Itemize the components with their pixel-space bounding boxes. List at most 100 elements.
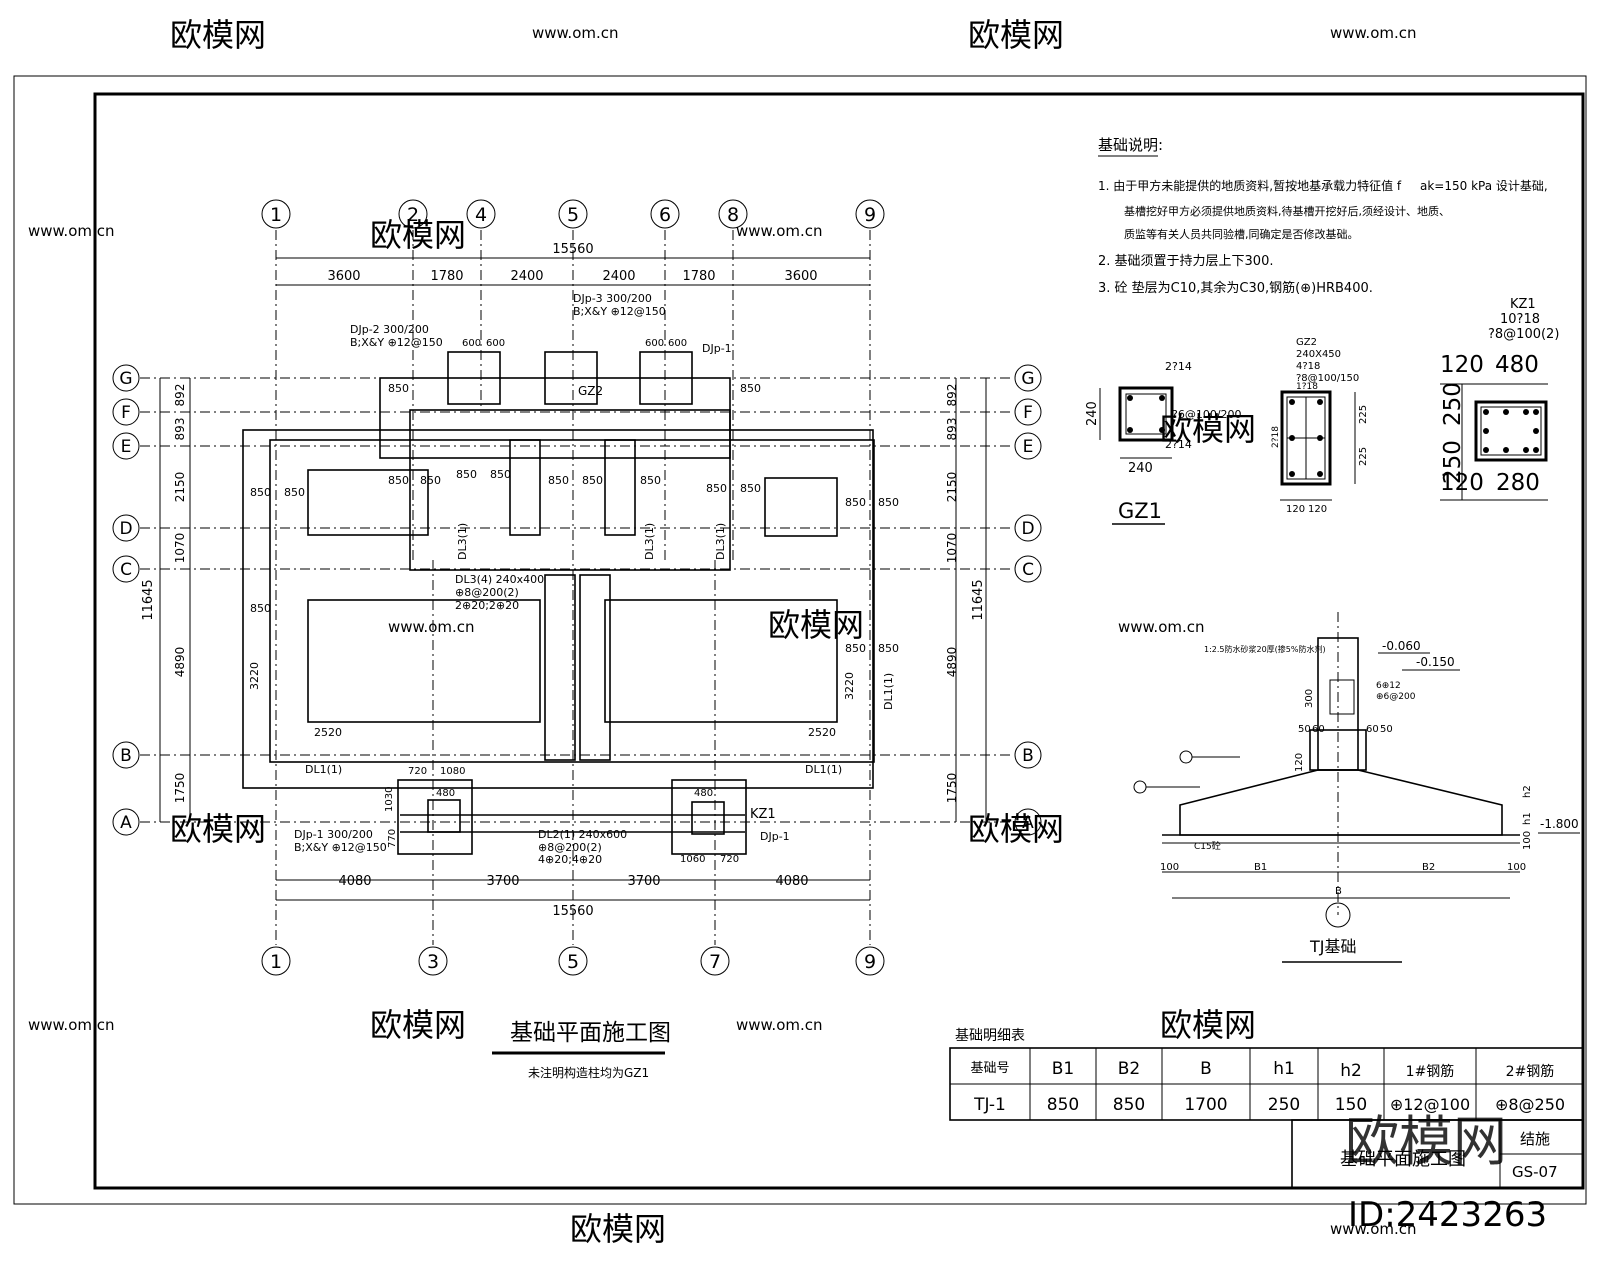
side-seg-1-right: 892 — [945, 384, 959, 407]
label-djp2: DJp-2 300/200 — [350, 323, 429, 336]
wm-url-7: www.om.cn — [28, 222, 115, 240]
axis-top-2: 2 — [407, 204, 419, 226]
label-djp1-right: DJp-1 — [760, 830, 790, 843]
dim-1030: 1030 — [384, 787, 395, 812]
dim-480-b: 480 — [694, 788, 713, 799]
gz2-line-4: ?8@100/150 — [1296, 373, 1359, 384]
wm-brand-3: 欧模网 — [370, 216, 466, 254]
axis-row-b-left: B — [120, 746, 132, 766]
tj-mark-2: -0.150 — [1416, 655, 1455, 669]
label-djp2-rebar: B;X&Y ⊕12@150 — [350, 336, 443, 349]
tj-dim-b2: B2 — [1422, 862, 1435, 873]
gz1-name: GZ1 — [1118, 499, 1162, 523]
dim-850-c: 850 — [250, 486, 271, 499]
kz1-line-3: ?8@100(2) — [1488, 327, 1559, 342]
axis-row-a-right: A — [1022, 813, 1034, 833]
axis-bubbles-top: 1 2 4 5 6 8 9 — [261, 199, 885, 229]
gz1-top-rebar: 2?14 — [1165, 360, 1192, 373]
plan-subtitle: 未注明构造柱均为GZ1 — [528, 1065, 649, 1080]
table-title: 基础明细表 — [955, 1027, 1025, 1044]
side-seg-3-left: 2150 — [173, 472, 187, 503]
dim-480-a: 480 — [436, 788, 455, 799]
dim-850-r: 850 — [878, 642, 899, 655]
tj-dim-60a: 60 — [1312, 724, 1325, 735]
label-djp1-bottom-rebar: B;X&Y ⊕12@150 — [294, 841, 387, 854]
tj-mortar: 1:2.5防水砂浆20厚(掺5%防水剂) — [1204, 644, 1326, 654]
td-8: ⊕8@250 — [1495, 1095, 1565, 1114]
label-djp1-bottom: DJp-1 300/200 — [294, 828, 373, 841]
label-dl1-left: DL1(1) — [305, 763, 342, 776]
bottom-seg-2: 3700 — [486, 874, 519, 889]
axis-row-e-left: E — [121, 437, 132, 457]
dim-850-o: 850 — [878, 496, 899, 509]
label-dl3-b: 2⊕20;2⊕20 — [455, 599, 519, 612]
th-3: B2 — [1118, 1059, 1140, 1079]
axis-bubbles-bottom: 1 3 5 7 9 — [261, 946, 885, 976]
wm-brand-10: 欧模网 — [1160, 410, 1256, 448]
dim-850-g: 850 — [456, 468, 477, 481]
note-1d: 质监等有关人员共同验槽,同确定是否修改基础。 — [1124, 227, 1359, 241]
td-5: 250 — [1268, 1095, 1300, 1115]
axis-row-a-left: A — [120, 813, 132, 833]
dim-2520-left: 2520 — [314, 726, 342, 739]
dim-1060: 1060 — [680, 854, 705, 865]
tj-dim-100b: 100 — [1507, 862, 1526, 873]
axis-bottom-5: 9 — [864, 951, 876, 973]
dim-600-c: 600 — [645, 338, 664, 349]
label-dl2-a: ⊕8@200(2) — [538, 841, 602, 854]
kz1-dim-6: 280 — [1496, 470, 1540, 496]
dim-850-b: 850 — [740, 382, 761, 395]
notes-heading: 基础说明: — [1098, 136, 1163, 154]
side-seg-3-right: 2150 — [945, 472, 959, 503]
kz1-dim-4: 250 — [1440, 440, 1466, 484]
axis-row-d-left: D — [119, 519, 132, 539]
axis-row-c-left: C — [120, 560, 132, 580]
overall-depth-left: 11645 — [141, 579, 156, 620]
dim-720-b: 720 — [720, 854, 739, 865]
th-1: 基础号 — [970, 1061, 1009, 1076]
dim-3220-left: 3220 — [248, 662, 261, 690]
bottom-seg-1: 4080 — [338, 874, 371, 889]
side-seg-6-left: 1750 — [173, 773, 187, 804]
tj-dim-100a: 100 — [1160, 862, 1179, 873]
dim-850-h: 850 — [490, 468, 511, 481]
side-seg-5-right: 4890 — [945, 647, 959, 678]
wm-brand-5: 欧模网 — [170, 810, 266, 848]
th-4: B — [1200, 1059, 1212, 1079]
axis-row-f-right: F — [1023, 403, 1033, 423]
tj-c15: C15砼 — [1194, 840, 1221, 852]
axis-top-6: 8 — [727, 204, 739, 226]
top-seg-2: 1780 — [430, 269, 463, 284]
wm-url-3: www.om.cn — [736, 222, 823, 240]
label-dl3s-3: DL3(1) — [714, 523, 727, 560]
axis-row-d-right: D — [1021, 519, 1034, 539]
gz2-top-rebar: 1?18 — [1296, 382, 1318, 392]
tj-rebar-2: ⊕6@200 — [1376, 692, 1416, 702]
kz1-line-1: KZ1 — [1510, 297, 1536, 312]
title-block: 基础平面施工图 结施 GS-07 — [1291, 1119, 1584, 1189]
tj-dim-300: 300 — [1304, 689, 1315, 708]
wm-url-2: www.om.cn — [1330, 24, 1417, 42]
th-7: 1#钢筋 — [1406, 1063, 1455, 1080]
wm-brand-9: 欧模网 — [570, 1210, 666, 1248]
axis-row-g-left: G — [119, 369, 132, 389]
top-seg-5: 1780 — [682, 269, 715, 284]
top-seg-1: 3600 — [327, 269, 360, 284]
wm-brand-large: 欧模网 — [1345, 1110, 1507, 1173]
axis-top-1: 1 — [270, 204, 282, 226]
axis-top-4: 5 — [567, 204, 579, 226]
top-seg-4: 2400 — [602, 269, 635, 284]
axis-row-b-right: B — [1022, 746, 1034, 766]
tj-dim-60b: 60 — [1366, 724, 1379, 735]
kz1-section: KZ1 10?18 ?8@100(2) 120 480 250 250 120 … — [1440, 297, 1559, 501]
label-dl3s-1: DL3(1) — [456, 523, 469, 560]
label-dl3s-2: DL3(1) — [643, 523, 656, 560]
axis-top-7: 9 — [864, 204, 876, 226]
axis-bottom-4: 7 — [709, 951, 721, 973]
gz2-line-2: 240X450 — [1296, 349, 1341, 360]
side-seg-6-right: 1750 — [945, 773, 959, 804]
dim-850-i: 850 — [548, 474, 569, 487]
foundation-notes: 基础说明: 1. 由于甲方未能提供的地质资料,暂按地基承载力特征值 f ak=1… — [1098, 136, 1548, 296]
dim-850-a: 850 — [388, 382, 409, 395]
th-6: h2 — [1340, 1061, 1362, 1081]
